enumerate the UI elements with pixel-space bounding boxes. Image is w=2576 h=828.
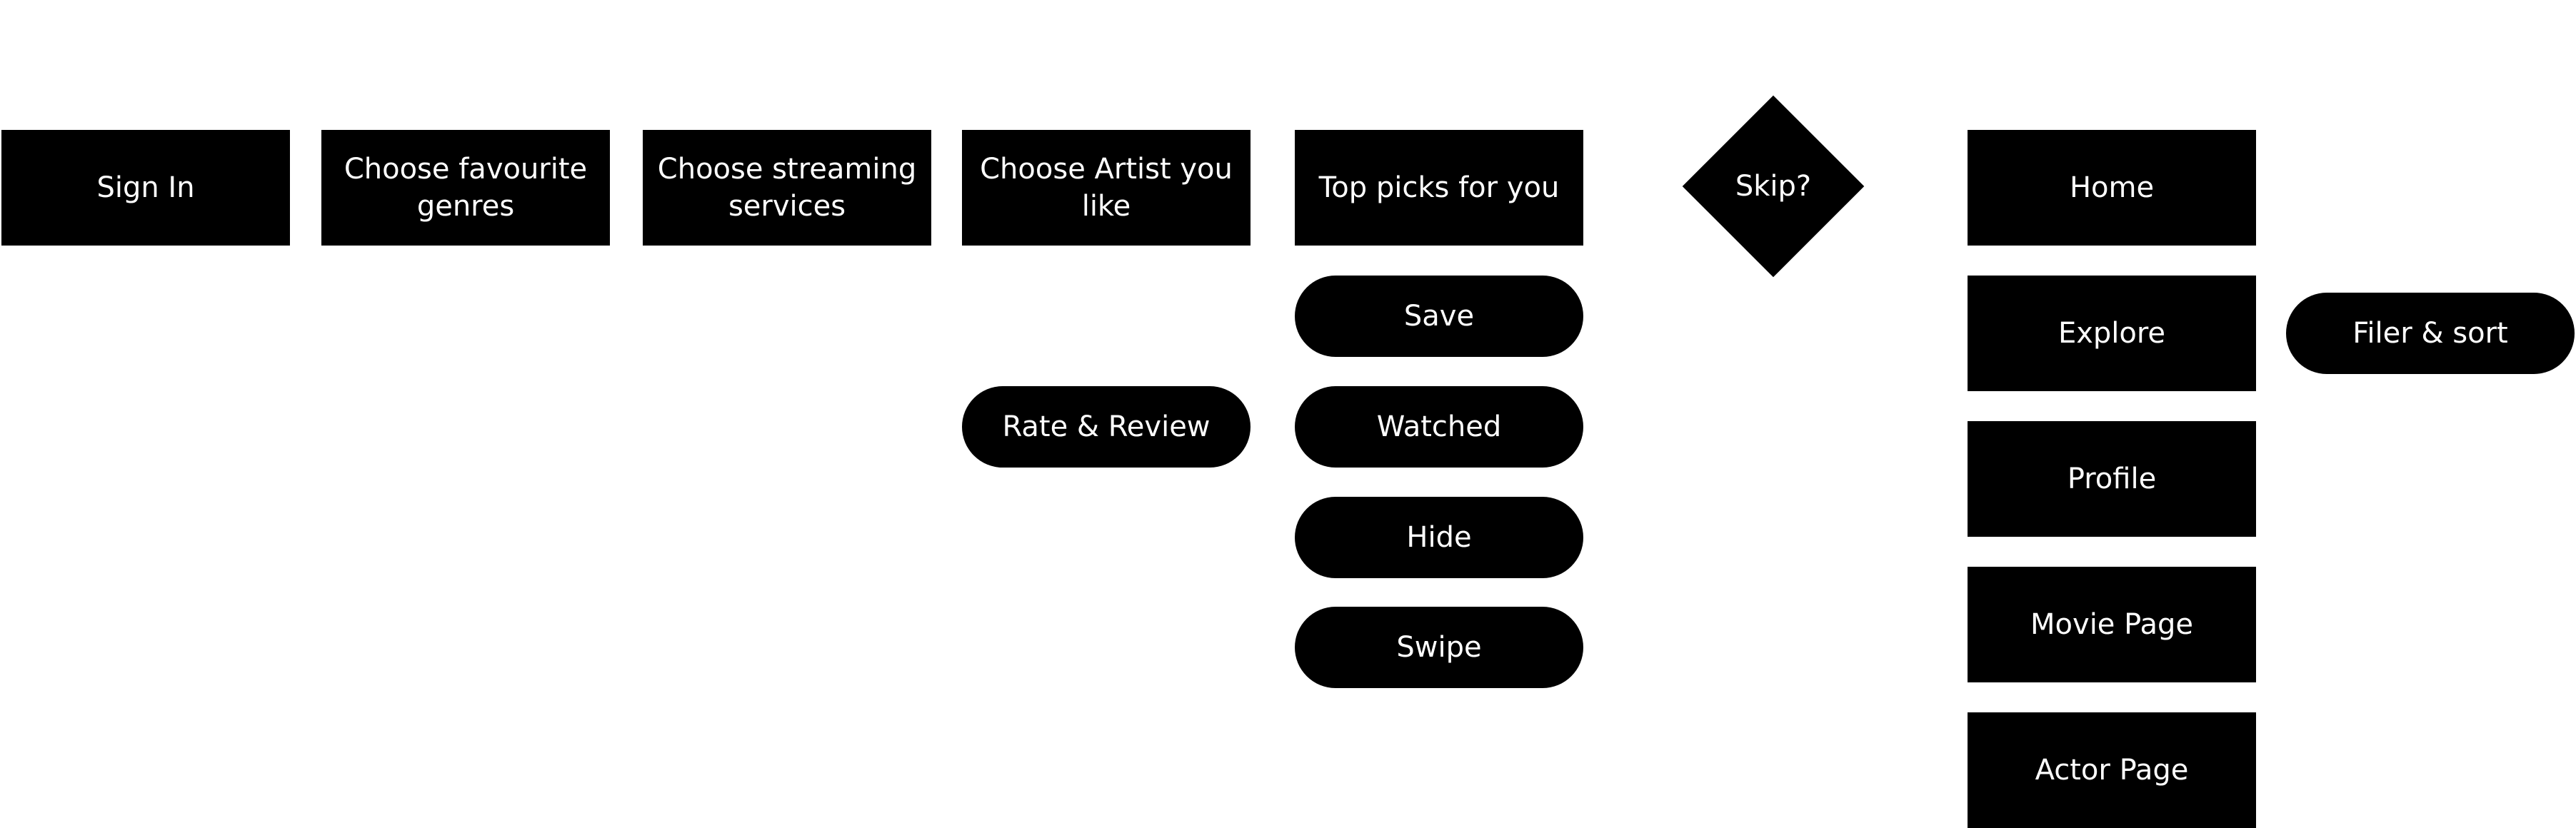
- home-page-node[interactable]: Home: [1968, 130, 2256, 246]
- rate-review-node[interactable]: Rate & Review: [962, 386, 1251, 468]
- swipe-node[interactable]: Swipe: [1295, 607, 1583, 688]
- profile-page-node[interactable]: Profile: [1968, 421, 2256, 537]
- watched-node[interactable]: Watched: [1295, 386, 1583, 468]
- skip-decision-label: Skip?: [1735, 170, 1812, 203]
- movie-page-node[interactable]: Movie Page: [1968, 567, 2256, 682]
- choose-genres-node[interactable]: Choose favourite genres: [321, 130, 610, 246]
- actor-page-node[interactable]: Actor Page: [1968, 712, 2256, 828]
- hide-node[interactable]: Hide: [1295, 497, 1583, 578]
- top-picks-node[interactable]: Top picks for you: [1295, 130, 1583, 246]
- skip-decision-node[interactable]: Skip?: [1682, 95, 1865, 278]
- save-node[interactable]: Save: [1295, 276, 1583, 357]
- explore-page-node[interactable]: Explore: [1968, 276, 2256, 391]
- choose-services-node[interactable]: Choose streaming services: [643, 130, 931, 246]
- sign-in-node[interactable]: Sign In: [1, 130, 290, 246]
- filter-sort-node[interactable]: Filer & sort: [2286, 293, 2575, 374]
- choose-artist-node[interactable]: Choose Artist you like: [962, 130, 1251, 246]
